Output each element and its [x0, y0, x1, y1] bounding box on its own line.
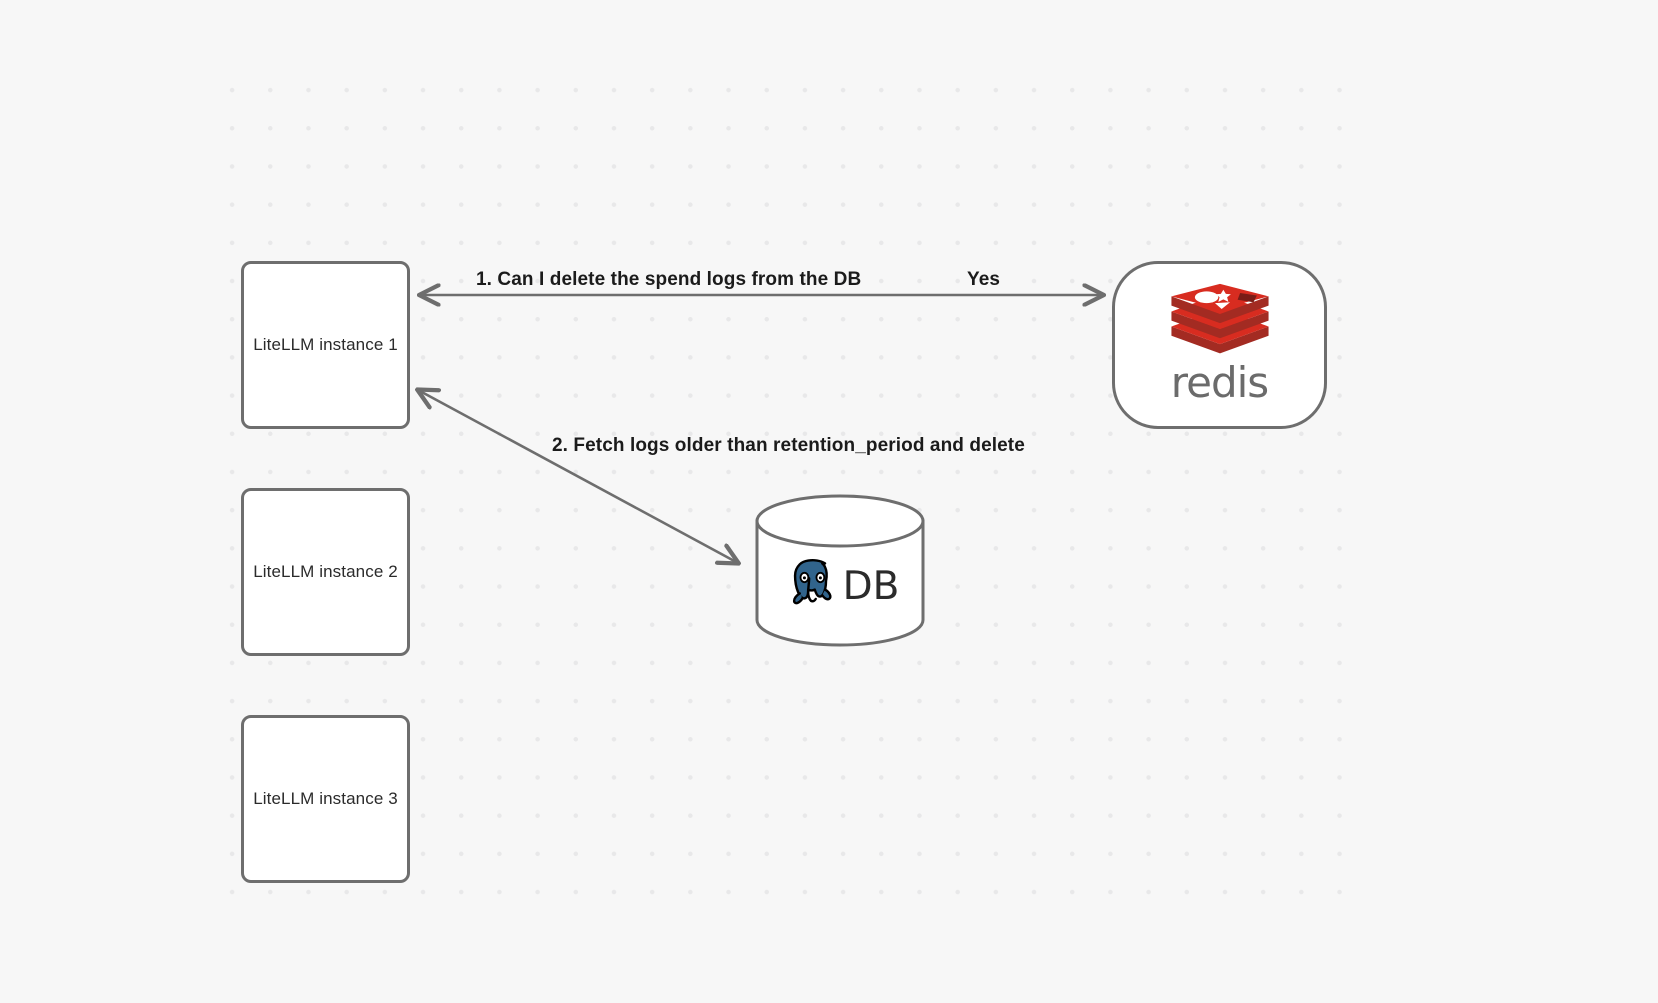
- node-redis[interactable]: redis: [1112, 261, 1327, 429]
- db-label: DB: [842, 563, 900, 609]
- node-label: LiteLLM instance 1: [253, 335, 398, 354]
- edge-label-yes: Yes: [967, 269, 1001, 290]
- cylinder-shape: [755, 494, 925, 647]
- node-label: LiteLLM instance 2: [253, 562, 398, 581]
- node-litellm-instance-3[interactable]: LiteLLM instance 3: [241, 715, 410, 883]
- node-database[interactable]: DB: [754, 493, 926, 648]
- redis-wordmark: redis: [1170, 357, 1269, 407]
- edge-litellm1-db: [418, 390, 738, 563]
- redis-logo-icon: [1166, 283, 1274, 360]
- edge-label-step-1: 1. Can I delete the spend logs from the …: [476, 269, 862, 290]
- node-label: LiteLLM instance 3: [253, 789, 398, 808]
- node-litellm-instance-2[interactable]: LiteLLM instance 2: [241, 488, 410, 656]
- node-litellm-instance-1[interactable]: LiteLLM instance 1: [241, 261, 410, 429]
- edge-label-step-2: 2. Fetch logs older than retention_perio…: [552, 435, 1025, 456]
- postgresql-elephant-icon: [781, 554, 841, 619]
